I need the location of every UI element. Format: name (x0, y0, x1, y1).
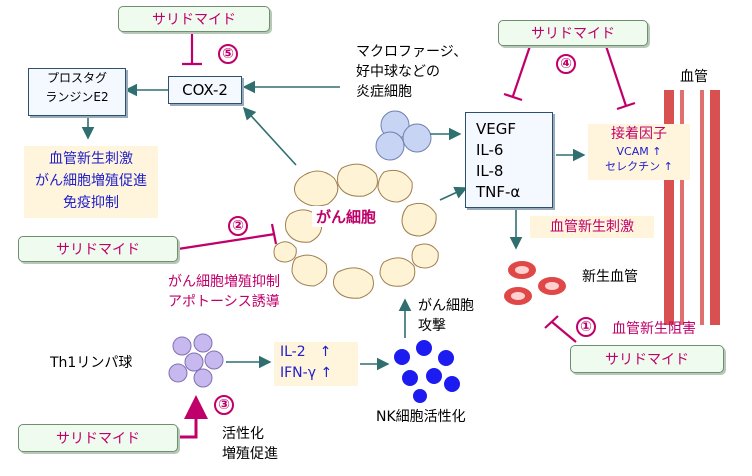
activation-1: 活性化 (222, 426, 264, 442)
nk-attack-2: 攻撃 (418, 318, 446, 334)
number-5: ⑤ (218, 44, 238, 64)
number-4: ④ (556, 54, 576, 74)
cancer-cell-label: がん細胞 (312, 206, 381, 227)
new-vessel-label: 新生血管 (582, 269, 638, 285)
cancer-effect-label: がん細胞増殖抑制 アポトーシス誘導 (168, 272, 280, 312)
cytokine-il6: IL-6 (476, 141, 504, 159)
nk-attack-1: がん細胞 (418, 298, 474, 314)
cytokine-box: VEGF IL-6 IL-8 TNF-α (465, 112, 553, 208)
number-3: ③ (214, 395, 234, 415)
arrows (81, 80, 586, 371)
prostaglandin-line-1: プロスタグ (46, 71, 107, 85)
cancer-effect-1: がん細胞増殖抑制 (168, 274, 280, 290)
thalidomide-label-1: サリドマイド (570, 345, 724, 373)
number-2: ② (228, 216, 248, 236)
nk-attack-label: がん細胞 攻撃 (418, 296, 474, 336)
inhibition-lines (177, 30, 636, 343)
activation-label: 活性化 増殖促進 (222, 424, 278, 464)
pg-effect-3: 免疫抑制 (63, 195, 119, 211)
th1-cytokine-il2: IL-2 ↑ (280, 344, 332, 360)
macrophage-line-2: 好中球などの (356, 64, 440, 80)
pg-effects-box: 血管新生刺激 がん細胞増殖促進 免疫抑制 (24, 146, 158, 218)
prostaglandin-line-2: ランジンE2 (45, 90, 109, 104)
th1-cells (168, 333, 224, 388)
inflammatory-cells (375, 110, 432, 161)
thalidomide-label-4: サリドマイド (498, 20, 648, 46)
macrophage-line-1: マクロファージ、 (356, 44, 468, 60)
thalidomide-label-2: サリドマイド (18, 236, 178, 262)
th1-label: Th1リンパ球 (50, 355, 133, 371)
prostaglandin-box: プロスタグ ランジンE2 (28, 68, 126, 116)
th1-cytokine-ifn: IFN-γ ↑ (280, 365, 333, 381)
vessel-label: 血管 (680, 69, 708, 85)
thalidomide-label-5: サリドマイド (118, 6, 270, 32)
adhesion-title: 接着因子 (611, 126, 667, 142)
adhesion-box: 接着因子 VCAM ↑ セレクチン ↑ (588, 124, 690, 180)
activation-2: 増殖促進 (222, 446, 278, 462)
new-vessel-cells (504, 261, 566, 305)
macrophage-line-3: 炎症細胞 (356, 84, 412, 100)
angio-stim-label: 血管新生刺激 (530, 216, 654, 238)
cox2-label: COX-2 (182, 81, 228, 99)
cox2-box: COX-2 (168, 76, 242, 104)
adhesion-selectin: セレクチン ↑ (605, 160, 673, 173)
nk-activation-label: NK細胞活性化 (376, 409, 466, 425)
th1-cytokine-box: IL-2 ↑ IFN-γ ↑ (274, 342, 358, 386)
cancer-cell-cluster (273, 163, 439, 299)
inflammatory-cells-label: マクロファージ、 好中球などの 炎症細胞 (356, 42, 467, 102)
nk-cells (394, 340, 460, 403)
blood-vessel (664, 90, 720, 325)
pg-effect-2: がん細胞増殖促進 (35, 173, 147, 189)
angio-inhibit-label: 血管新生阻害 (612, 321, 696, 337)
thalidomide-3-arrow (178, 395, 208, 439)
thalidomide-label-3: サリドマイド (18, 424, 178, 452)
cytokine-vegf: VEGF (476, 120, 516, 138)
cancer-effect-2: アポトーシス誘導 (168, 294, 280, 310)
pg-effect-1: 血管新生刺激 (49, 151, 133, 167)
cytokine-tnf: TNF-α (476, 183, 521, 201)
cytokine-il8: IL-8 (476, 162, 504, 180)
number-1: ① (576, 317, 596, 337)
adhesion-vcam: VCAM ↑ (616, 145, 662, 158)
